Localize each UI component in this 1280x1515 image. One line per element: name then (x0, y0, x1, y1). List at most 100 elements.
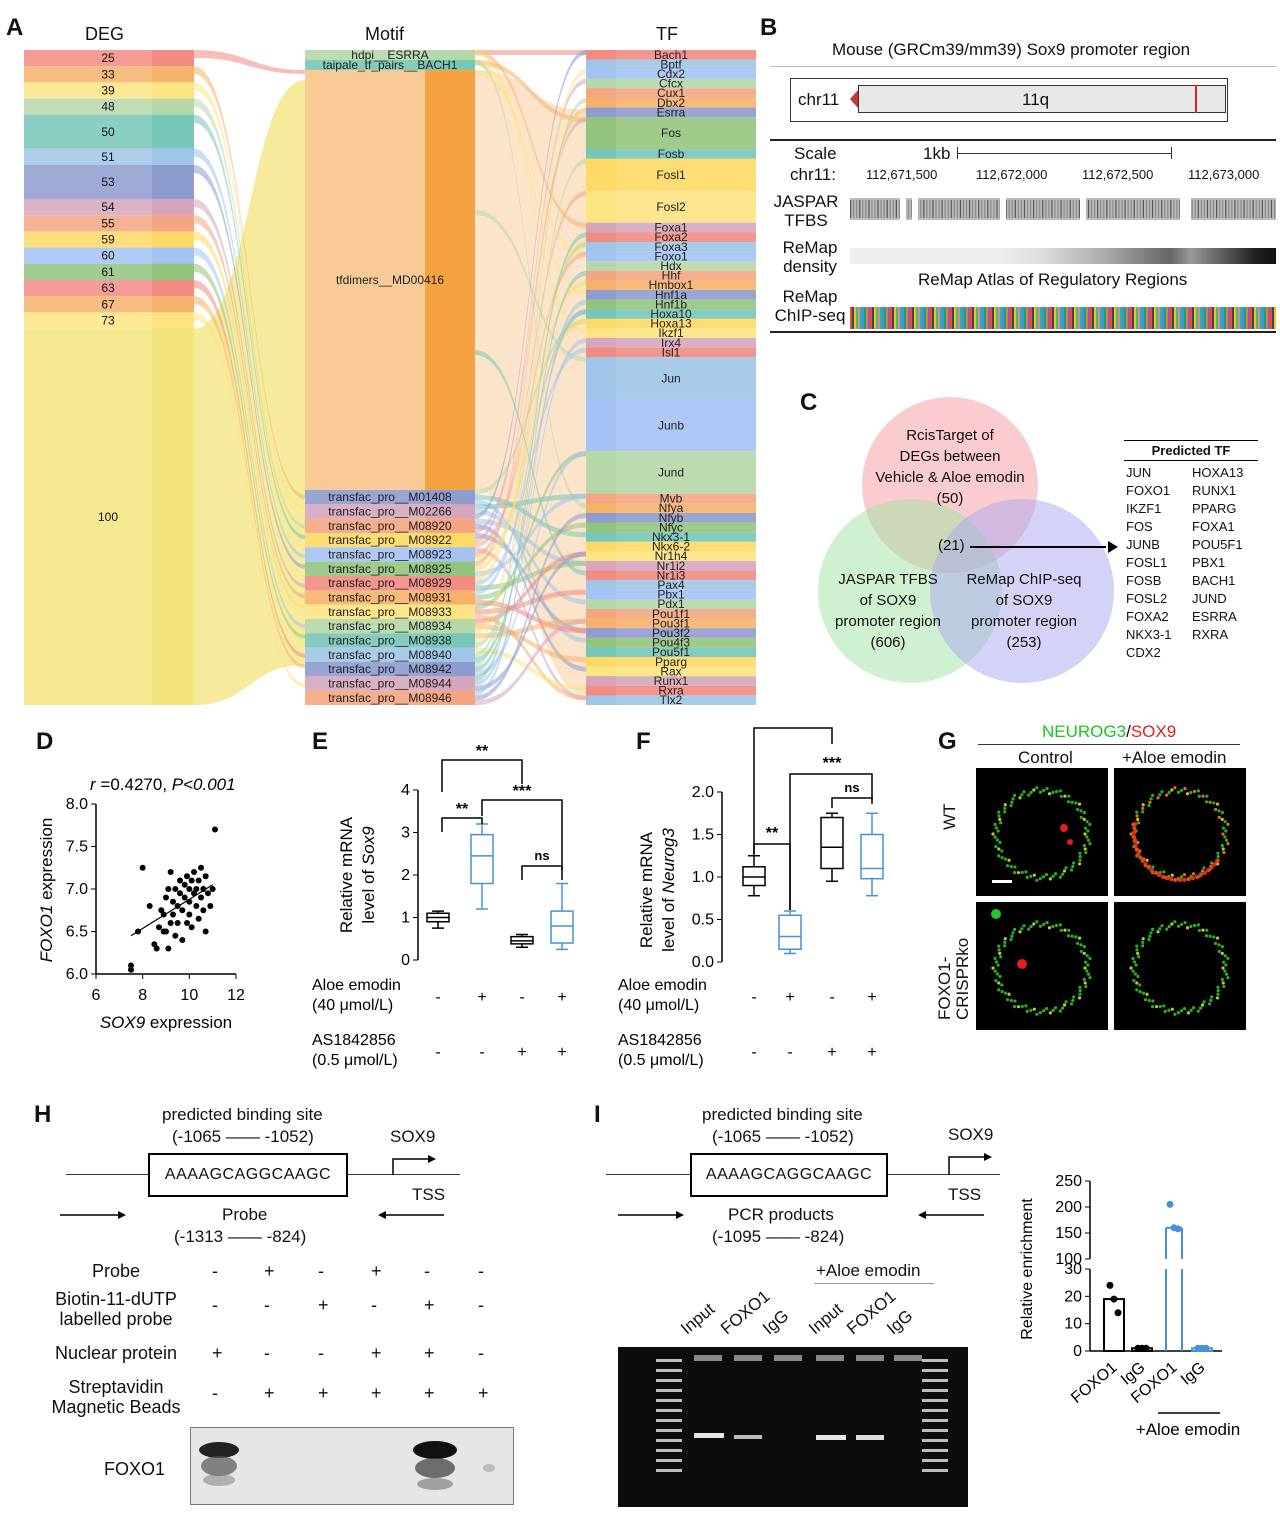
panel-label-f: F (636, 728, 651, 755)
h-reverse-primer-arrow (378, 1211, 444, 1219)
box-y-label-line-1: Relative mRNA (337, 816, 356, 933)
d-data-point (195, 915, 202, 922)
h-row-sign: - (264, 1343, 270, 1363)
gel-ladder-band (656, 1409, 682, 1412)
significance-label: ** (456, 801, 469, 818)
tf-node-label: Fosl1 (656, 168, 686, 182)
predicted-tf-item: PPARG (1192, 501, 1237, 516)
jaspar-track (850, 198, 1276, 220)
box-y-tick-label: 3 (401, 825, 410, 842)
condition-row-1-unit: (40 μmol/L) (618, 997, 699, 1014)
g-row-wt: WT (940, 803, 959, 830)
d-data-point (179, 937, 186, 943)
deg-node-label: 54 (101, 200, 115, 214)
condition-sign: + (517, 1044, 526, 1061)
i-data-point (1174, 1225, 1182, 1233)
d-annotation: r =0.4270, P<0.001 (90, 775, 236, 794)
d-data-point (181, 881, 188, 888)
gel-ladder-band (656, 1459, 682, 1462)
predicted-tf-item: ESRRA (1192, 609, 1237, 624)
predicted-tf-item: JUNB (1126, 537, 1160, 552)
predicted-tf-item: PBX1 (1192, 555, 1226, 570)
venn-red-line-2: DEGs between (899, 448, 1001, 465)
motif-node-label: transfac_pro__M08923 (328, 548, 452, 562)
i-sequence-box: AAAAGCAGGCAAGC (690, 1153, 888, 1197)
deg-node-label: 51 (101, 150, 115, 164)
h-row-sign: - (318, 1343, 324, 1363)
significance-bracket (789, 773, 873, 910)
d-data-point (174, 920, 181, 926)
predicted-tf-title: Predicted TF (1124, 440, 1258, 461)
g-header-rule (978, 744, 1240, 745)
box-y-label-line-1: Relative mRNA (637, 831, 656, 948)
tf-node-label: Rax (660, 664, 681, 678)
track-jaspar-label: JASPAR TFBS (773, 192, 839, 230)
box-y-tick-label: 1.0 (692, 869, 714, 886)
panel-b: B Mouse (GRCm39/mm39) Sox9 promoter regi… (760, 10, 1280, 340)
box-y-tick-label: 1 (401, 910, 410, 927)
motif-node-label: transfac_pro__M02266 (328, 505, 452, 519)
d-data-point (202, 873, 209, 880)
track-bottom-rule (770, 331, 1276, 333)
motif-node-label: transfac_pro__M08925 (328, 562, 452, 576)
i-data-point (1114, 1309, 1122, 1317)
box-iqr (778, 914, 802, 950)
condition-sign: + (785, 989, 794, 1006)
d-x-tick-label: 6 (92, 987, 101, 1004)
gel-ladder-band (922, 1459, 948, 1462)
h-row-sign: + (264, 1383, 275, 1403)
panel-c: C RcisTarget of DEGs between Vehicle & A… (790, 385, 1280, 705)
predicted-tf-item: FOSB (1126, 573, 1162, 588)
box-y-tick-label: 4 (401, 782, 410, 799)
h-row-sign: + (478, 1383, 489, 1403)
h-row-label: Nuclear protein (40, 1343, 192, 1363)
h-probe-title: Probe (222, 1205, 268, 1224)
panel-label-i: I (594, 1101, 601, 1128)
i-reverse-primer-arrow (918, 1211, 984, 1219)
tf-node-label: Runx1 (654, 674, 689, 688)
d-data-point (165, 945, 172, 952)
d-data-point (181, 894, 188, 901)
venn-red-line-3: Vehicle & Aloe emodin (875, 469, 1025, 486)
deg-node-label: 33 (101, 67, 115, 81)
h-row-sign: + (212, 1343, 223, 1363)
h-forward-primer-arrow (60, 1211, 126, 1219)
h-row-sign: + (371, 1261, 382, 1281)
d-data-point (167, 869, 174, 875)
microscopy-grid (976, 768, 1246, 1030)
tf-node-label: Pax4 (657, 578, 685, 592)
deg-node-label: 25 (101, 51, 115, 65)
h-row-sign: + (424, 1383, 435, 1403)
i-site-range: (-1065 —— -1052) (712, 1127, 854, 1146)
panel-label-h: H (34, 1101, 52, 1128)
tf-node-label: Cux1 (657, 86, 685, 100)
box-y-tick-label: 2 (401, 867, 410, 884)
motif-node-label: transfac_pro__M08920 (328, 519, 452, 533)
venn-green-line-1: JASPAR TFBS (838, 571, 938, 588)
gel-ladder-band (656, 1439, 682, 1442)
d-data-point (165, 886, 172, 892)
condition-sign: - (751, 1044, 756, 1061)
d-data-point (198, 894, 204, 901)
condition-sign: - (435, 989, 440, 1006)
predicted-tf-item: FOXA1 (1192, 519, 1235, 534)
significance-label: *** (513, 783, 532, 800)
tf-node-label: Pparg (655, 655, 687, 669)
tf-node-label: Jun (661, 372, 680, 386)
coord-1: 112,671,500 (866, 167, 938, 182)
d-data-point (207, 903, 214, 909)
d-data-point (205, 890, 211, 897)
h-site-title: predicted binding site (162, 1105, 323, 1124)
significance-label: ns (844, 780, 859, 795)
tf-node-label: Cfcx (659, 77, 683, 91)
h-row-sign: - (212, 1295, 218, 1315)
d-x-tick-label: 12 (227, 987, 245, 1004)
box-iqr (742, 866, 766, 887)
box-iqr (820, 816, 844, 870)
tf-node-label: Hmbox1 (649, 278, 694, 292)
gel-well (856, 1355, 884, 1361)
tf-node-label: Foxa3 (654, 240, 688, 254)
h-row-sign: + (424, 1343, 435, 1363)
